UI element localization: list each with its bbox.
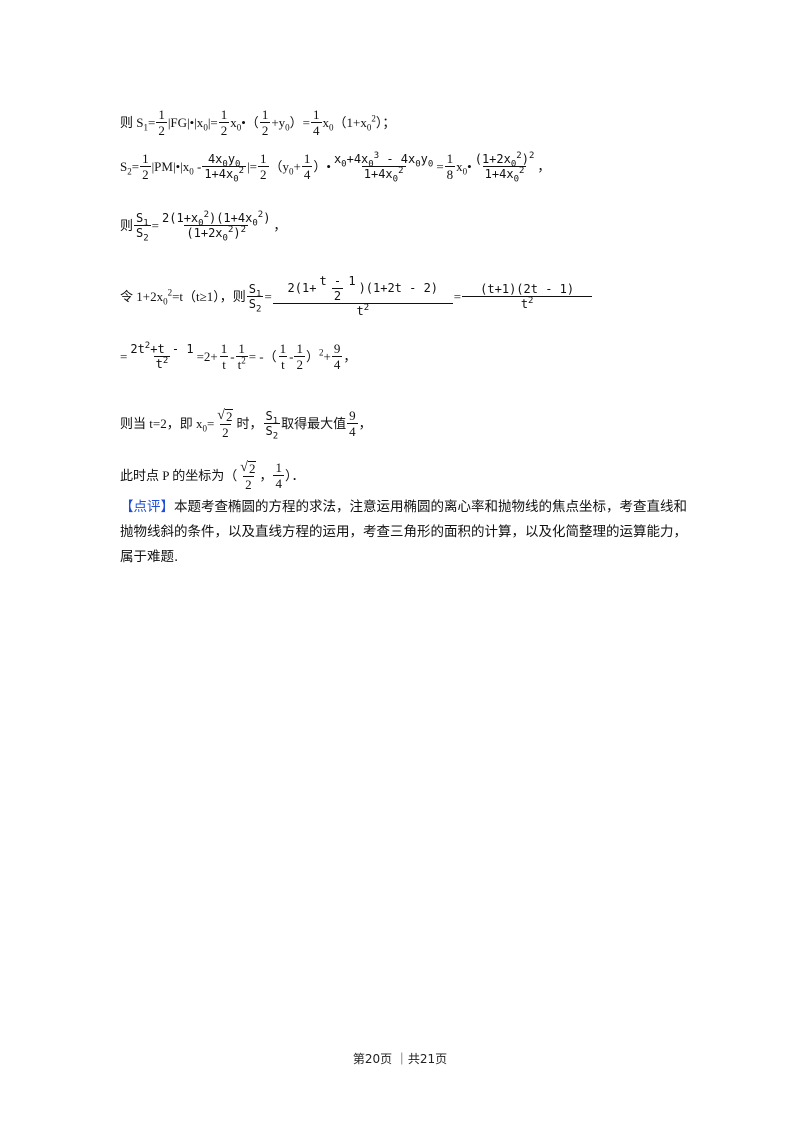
page-footer: 第20页 ｜共21页 bbox=[352, 1052, 448, 1066]
comment-tag: 【点评】 bbox=[120, 499, 174, 515]
comment-text: 本题考查椭圆的方程的求法，注意运用椭圆的离心率和抛物线的焦点坐标，考查直线和抛物… bbox=[120, 499, 687, 565]
comment-paragraph: 【点评】本题考查椭圆的方程的求法，注意运用椭圆的离心率和抛物线的焦点坐标，考查直… bbox=[120, 495, 690, 570]
